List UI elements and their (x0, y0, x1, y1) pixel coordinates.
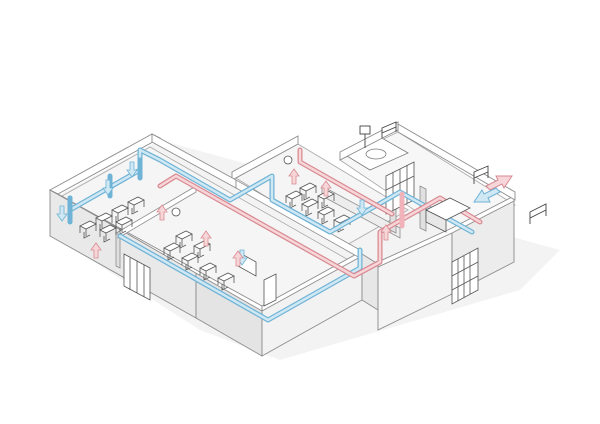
bench-icon (381, 121, 397, 138)
furniture (79, 182, 351, 291)
supply-air-arrow-icon (56, 205, 68, 222)
desk (217, 272, 235, 291)
fan-icon (283, 155, 293, 165)
exhaust-air-arrow-icon (380, 224, 392, 241)
fans (171, 155, 293, 217)
supply-air-arrow-icon (356, 199, 368, 216)
exhaust-duct-inner (158, 174, 482, 278)
supply-air-arrow-icon (126, 161, 138, 178)
outdoor-benches (381, 121, 547, 224)
bench-icon (529, 203, 547, 224)
supply-duct (67, 147, 475, 323)
door (263, 273, 277, 307)
windows (123, 247, 479, 305)
exhaust-air-arrow-icon (156, 204, 168, 221)
basketball-hoop-icon (359, 125, 371, 148)
walls (49, 121, 516, 357)
desk (115, 216, 133, 235)
exhaust-duct-upper-inner (298, 148, 394, 216)
court-circle (365, 148, 387, 160)
exhaust-air-arrow-icon (90, 242, 102, 259)
desk (317, 206, 335, 225)
supply-air-arrow-icon (102, 179, 114, 196)
ventilation-unit-front (425, 209, 447, 233)
lockers (385, 161, 415, 215)
supply-duct-main-inner (118, 234, 362, 322)
exhaust-air-arrow-icon (320, 180, 332, 197)
exhaust-air-arrow-icon (232, 250, 244, 267)
airflow-arrows (56, 161, 392, 267)
supply-duct-inner (68, 148, 474, 234)
desk (127, 196, 145, 215)
desk (175, 230, 193, 249)
fan-icon (171, 207, 181, 217)
exhaust-air-arrow-icon (288, 168, 300, 185)
desk (199, 262, 217, 281)
supply-air-arrow-icon (473, 187, 501, 203)
outdoor-arrows (473, 175, 513, 203)
exhaust-duct (157, 147, 483, 279)
exhaust-air-arrow-icon (485, 175, 513, 191)
exhaust-air-arrow-icon (200, 230, 212, 247)
bench-icon (473, 165, 489, 184)
desk (299, 182, 317, 201)
